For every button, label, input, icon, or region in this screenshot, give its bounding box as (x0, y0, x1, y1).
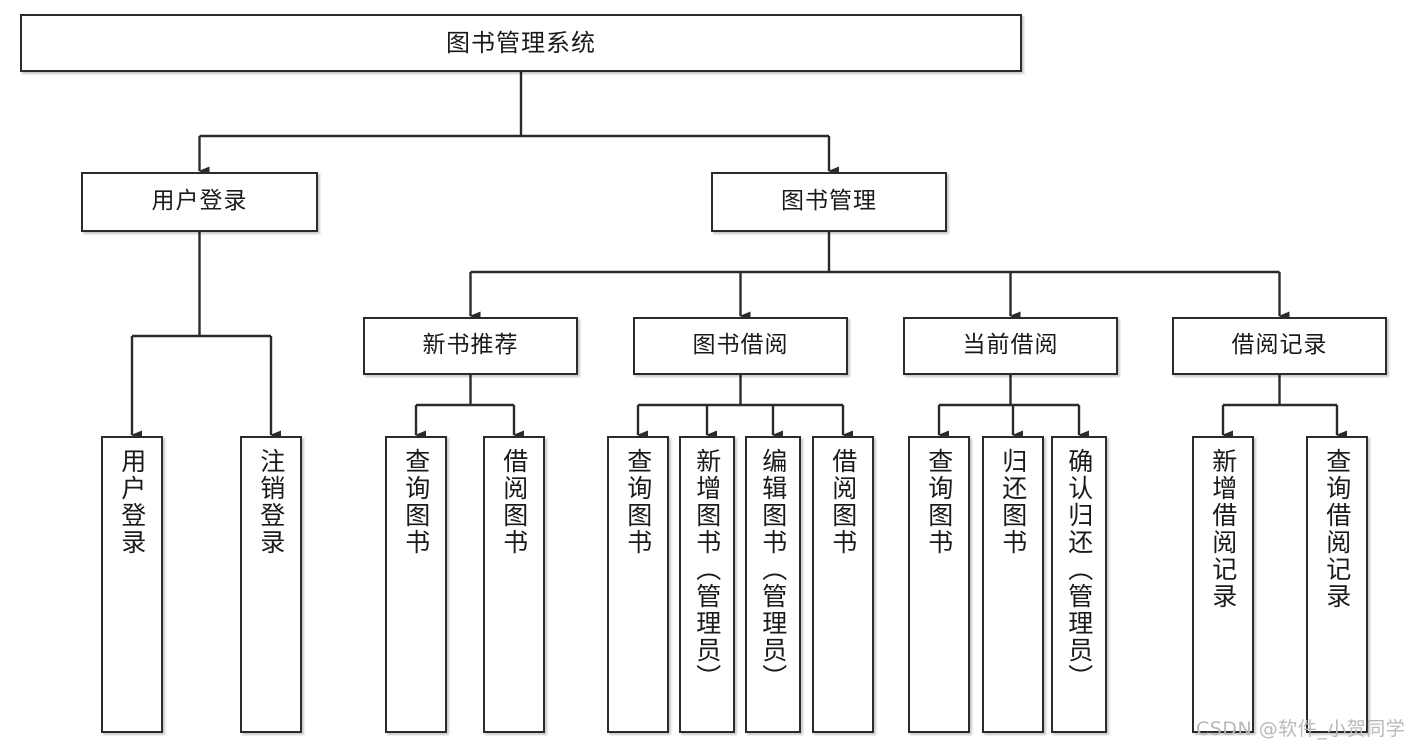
node-label: 查询借阅记录 (1322, 448, 1352, 610)
node-label: 新增借阅记录 (1208, 448, 1238, 610)
node-leaf-logout[interactable]: 注销登录 (240, 436, 302, 733)
node-label: 查询图书 (401, 448, 431, 556)
node-label: 当前借阅 (962, 332, 1059, 359)
node-label: 借阅记录 (1231, 332, 1328, 359)
node-current-borrow[interactable]: 当前借阅 (903, 317, 1118, 375)
node-root[interactable]: 图书管理系统 (20, 14, 1022, 72)
node-leaf-borrow-1[interactable]: 借阅图书 (483, 436, 545, 733)
node-leaf-query-2[interactable]: 查询图书 (607, 436, 669, 733)
node-leaf-query-1[interactable]: 查询图书 (385, 436, 447, 733)
node-leaf-user-login[interactable]: 用户登录 (101, 436, 163, 733)
node-leaf-return[interactable]: 归还图书 (982, 436, 1044, 733)
node-label: 编辑图书（管理员） (758, 448, 788, 691)
node-label: 借阅图书 (499, 448, 529, 556)
node-label: 查询图书 (623, 448, 653, 556)
node-label: 图书管理系统 (446, 28, 596, 57)
node-label: 用户登录 (151, 188, 248, 215)
node-label: 查询图书 (924, 448, 954, 556)
node-book-manage[interactable]: 图书管理 (711, 172, 947, 232)
node-leaf-add-book[interactable]: 新增图书（管理员） (679, 436, 735, 733)
node-label: 新增图书（管理员） (692, 448, 722, 691)
node-leaf-borrow-2[interactable]: 借阅图书 (812, 436, 874, 733)
node-leaf-add-rec[interactable]: 新增借阅记录 (1192, 436, 1254, 733)
node-label: 新书推荐 (422, 332, 519, 359)
node-label: 图书借阅 (692, 332, 789, 359)
node-new-book-rec[interactable]: 新书推荐 (363, 317, 578, 375)
node-borrow-record[interactable]: 借阅记录 (1172, 317, 1387, 375)
node-label: 归还图书 (998, 448, 1028, 556)
edge-paths (130, 72, 1347, 440)
node-leaf-edit-book[interactable]: 编辑图书（管理员） (745, 436, 801, 733)
node-leaf-query-3[interactable]: 查询图书 (908, 436, 970, 733)
node-leaf-query-rec[interactable]: 查询借阅记录 (1306, 436, 1368, 733)
node-label: 借阅图书 (828, 448, 858, 556)
watermark: CSDN @软件_小贺同学 (1196, 718, 1405, 740)
node-label: 图书管理 (781, 188, 877, 215)
node-label: 用户登录 (117, 448, 147, 556)
node-label: 确认归还（管理员） (1064, 448, 1094, 691)
node-book-borrow[interactable]: 图书借阅 (633, 317, 848, 375)
node-user-login[interactable]: 用户登录 (81, 172, 318, 232)
node-leaf-confirm[interactable]: 确认归还（管理员） (1051, 436, 1107, 733)
node-label: 注销登录 (256, 448, 286, 556)
